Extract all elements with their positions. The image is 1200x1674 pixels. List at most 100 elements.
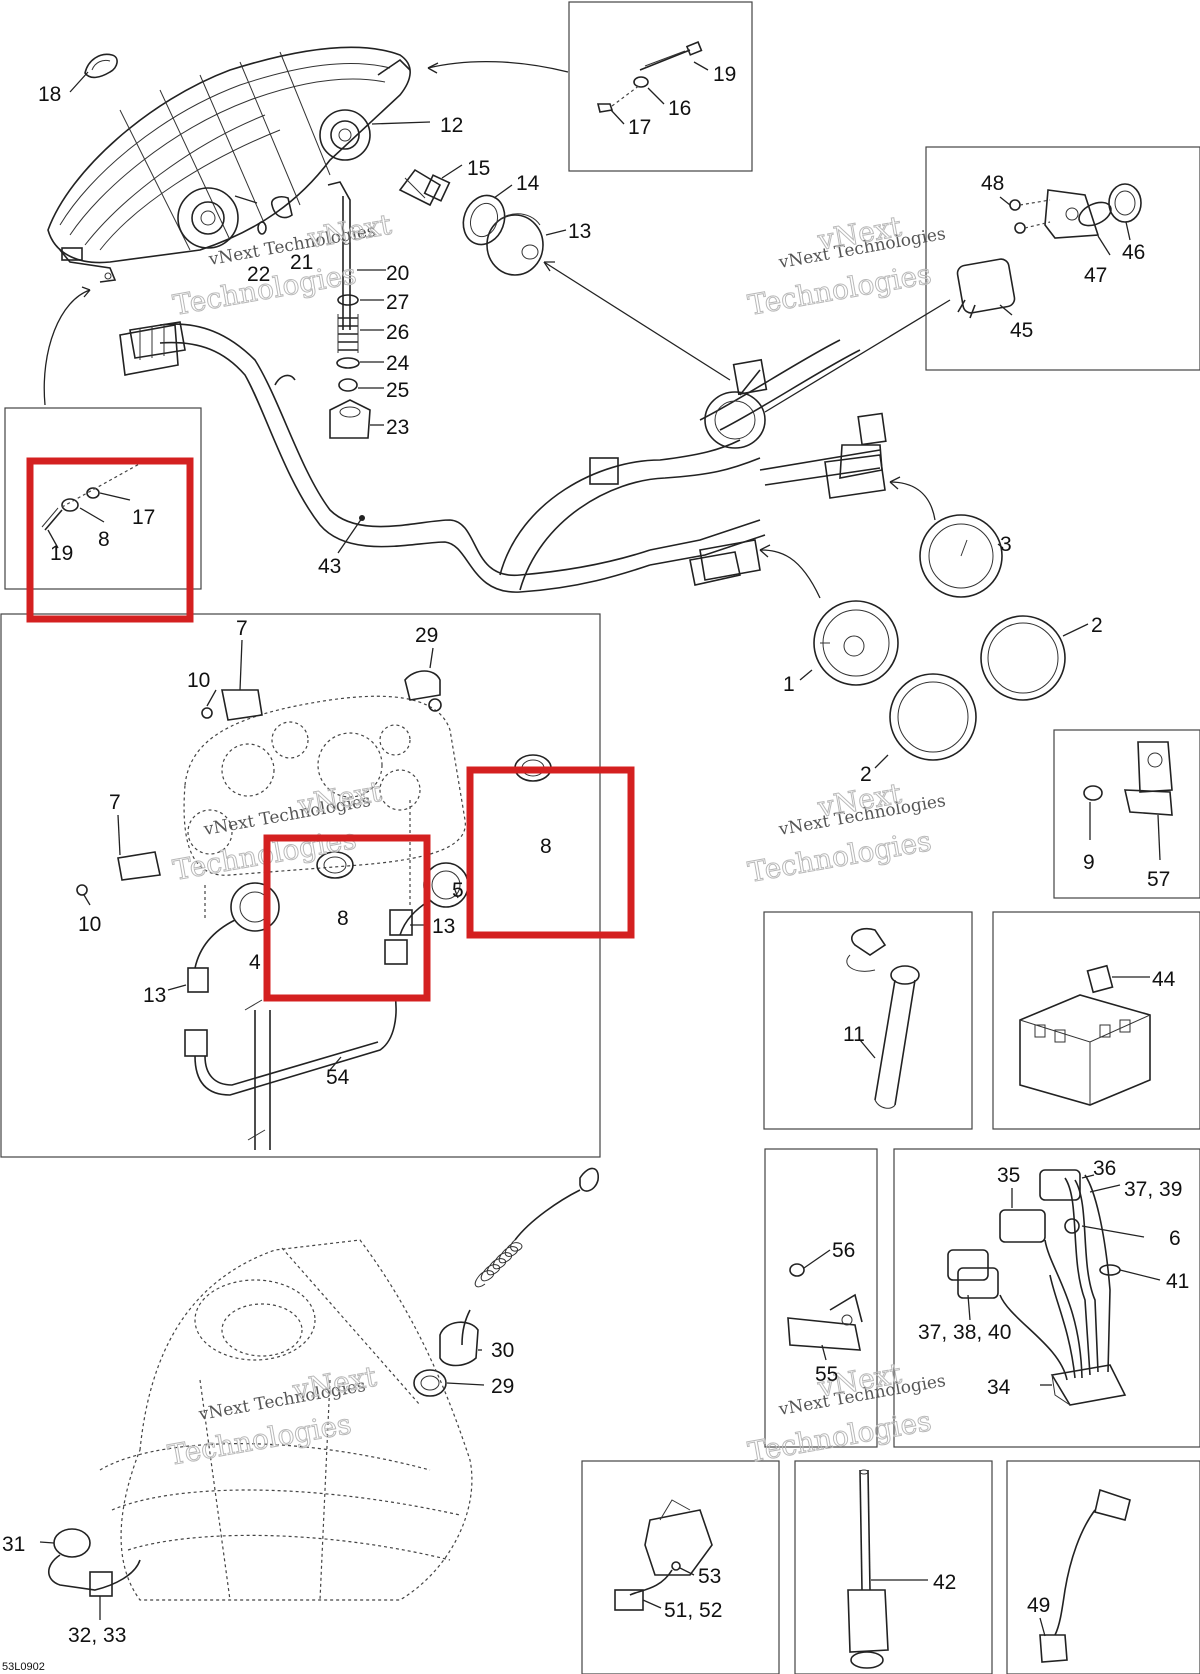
adjuster-parts: [257, 181, 351, 330]
callout-4: 4: [249, 951, 261, 974]
callout-8-left-bezel: 8: [337, 907, 349, 930]
callout-13-cluster-right: 13: [432, 915, 455, 938]
callout-2-right: 2: [1091, 614, 1103, 637]
console-body: [47, 1239, 473, 1601]
callout-32-33: 32, 33: [68, 1624, 126, 1647]
fuse-box-44: [1019, 964, 1151, 1106]
callout-15: 15: [467, 157, 490, 180]
bracket-55: [787, 1263, 863, 1351]
callout-10-top: 10: [187, 669, 210, 692]
callout-13-cluster-left: 13: [143, 984, 166, 1007]
callout-37-39: 37, 39: [1124, 1178, 1182, 1201]
callout-29-cluster: 29: [415, 624, 438, 647]
svg-text:Technologies: Technologies: [745, 1404, 933, 1469]
wire-harness-43: [119, 321, 887, 593]
callout-36: 36: [1093, 1157, 1116, 1180]
callout-56: 56: [832, 1239, 855, 1262]
callout-9: 9: [1083, 851, 1095, 874]
spring-stack: [329, 294, 371, 439]
gauge-group: [813, 514, 1066, 761]
callout-8-left: 8: [98, 528, 110, 551]
callout-10-lower: 10: [78, 913, 101, 936]
callout-44: 44: [1152, 968, 1176, 991]
callout-6: 6: [1169, 1227, 1181, 1250]
diagram-code: 53L0902: [2, 1661, 45, 1673]
callout-49: 49: [1027, 1594, 1050, 1617]
callout-35: 35: [997, 1164, 1020, 1187]
callout-26: 26: [386, 321, 409, 344]
callout-23: 23: [386, 416, 409, 439]
callout-18: 18: [38, 83, 61, 106]
ring-14: [462, 194, 506, 246]
callout-34: 34: [987, 1376, 1011, 1399]
sensor-42: [847, 1469, 889, 1669]
callout-17-top: 17: [628, 116, 651, 139]
solenoid-53: [614, 1499, 713, 1611]
svg-text:vNext: vNext: [305, 208, 395, 255]
callout-30: 30: [491, 1339, 514, 1362]
callout-3: 3: [1000, 533, 1012, 556]
highlight-boxes: [26, 457, 635, 1002]
callout-14: 14: [516, 172, 540, 195]
bulb-15: [398, 168, 451, 207]
sensor-49: [1039, 1488, 1131, 1663]
callout-17-left: 17: [132, 506, 155, 529]
callout-12: 12: [440, 114, 463, 137]
callout-45: 45: [1010, 319, 1033, 342]
regulator-34: [947, 1169, 1127, 1406]
callout-51-52: 51, 52: [664, 1599, 722, 1622]
callout-8-right-bezel: 8: [540, 835, 552, 858]
callout-19-top: 19: [713, 63, 736, 86]
callout-22: 22: [247, 263, 270, 286]
highlight-box-bezel-left: [263, 834, 431, 1002]
leader-lines: [39, 61, 1161, 1637]
callout-2-lower: 2: [860, 763, 872, 786]
instrument-cluster: [76, 670, 552, 1150]
flasher-relay-group: [956, 183, 1142, 319]
tether-cord-30: [413, 1167, 599, 1397]
callout-24: 24: [386, 352, 410, 375]
bracket-57: [1083, 741, 1173, 816]
callout-21: 21: [290, 251, 313, 274]
callout-55: 55: [815, 1363, 838, 1386]
callout-20: 20: [386, 262, 409, 285]
callout-27: 27: [386, 291, 409, 314]
callout-42: 42: [933, 1571, 956, 1594]
callout-57: 57: [1147, 868, 1170, 891]
callout-13-top: 13: [568, 220, 591, 243]
callout-47: 47: [1084, 264, 1107, 287]
highlight-box-screws: [26, 457, 194, 623]
callout-7-lower: 7: [109, 791, 121, 814]
svg-text:Technologies: Technologies: [745, 257, 933, 322]
callout-7-top: 7: [236, 617, 248, 640]
svg-text:Technologies: Technologies: [165, 1407, 353, 1472]
callout-1: 1: [783, 673, 795, 696]
callout-19-left: 19: [50, 542, 73, 565]
fuel-sender-11: [846, 927, 920, 1109]
svg-text:vNext: vNext: [290, 1360, 380, 1407]
callout-43: 43: [318, 555, 341, 578]
callout-11: 11: [843, 1023, 865, 1046]
callout-46: 46: [1122, 241, 1145, 264]
callout-5: 5: [452, 879, 464, 902]
callout-29-tether: 29: [491, 1375, 514, 1398]
callout-labels: 18 12 19 16 17 15 14 13 21 22 20 27 26 2…: [2, 63, 1189, 1673]
callout-16: 16: [668, 97, 691, 120]
screw-set-left: [41, 457, 151, 531]
callout-48: 48: [981, 172, 1004, 195]
callout-37-38-40: 37, 38, 40: [918, 1321, 1011, 1344]
callout-31: 31: [2, 1533, 25, 1556]
callout-54: 54: [326, 1066, 350, 1089]
boot-13: [486, 213, 544, 276]
clip-18: [84, 53, 118, 79]
callout-41: 41: [1166, 1270, 1189, 1293]
callout-25: 25: [386, 379, 409, 402]
screw-set-top: [596, 41, 703, 113]
svg-text:vNext: vNext: [295, 775, 385, 822]
svg-text:Technologies: Technologies: [745, 824, 933, 889]
headlight-assembly: [47, 46, 411, 283]
highlight-box-bezel-right: [466, 766, 635, 939]
callout-53: 53: [698, 1565, 721, 1588]
